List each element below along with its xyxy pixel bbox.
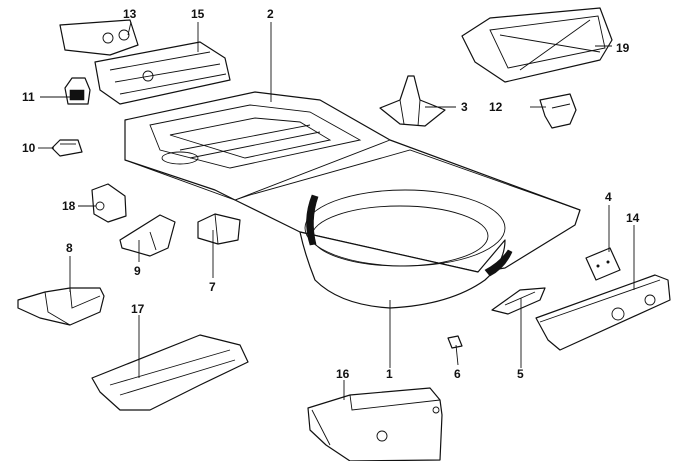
part-7-bracket xyxy=(197,213,241,245)
part-10-clip xyxy=(51,139,83,157)
callout-12: 12 xyxy=(489,100,503,114)
callout-2: 2 xyxy=(267,7,274,21)
leader-lines xyxy=(38,21,635,400)
callout-14: 14 xyxy=(626,211,640,225)
part-18-bracket xyxy=(91,183,127,223)
callout-5: 5 xyxy=(517,367,524,381)
callout-19: 19 xyxy=(616,41,630,55)
callout-9: 9 xyxy=(134,264,141,278)
callout-1: 1 xyxy=(386,367,393,381)
part-13-bracket xyxy=(59,19,139,56)
callout-17: 17 xyxy=(131,302,145,316)
part-6-clip xyxy=(447,335,463,349)
part-3-fitting xyxy=(379,75,446,127)
callout-6: 6 xyxy=(454,367,461,381)
part-15-cross-member xyxy=(94,41,231,105)
callout-13: 13 xyxy=(123,7,137,21)
part-5-bracket xyxy=(491,287,546,315)
callout-10: 10 xyxy=(22,141,36,155)
part-19-battery-tray xyxy=(461,7,613,83)
callout-8: 8 xyxy=(66,241,73,255)
part-1-spare-wheel-well xyxy=(234,149,581,309)
callout-15: 15 xyxy=(191,7,205,21)
part-11-support xyxy=(64,77,91,105)
part-12-bracket xyxy=(539,93,577,129)
callout-4: 4 xyxy=(605,190,612,204)
part-17-long-bracket xyxy=(91,334,249,411)
callout-7: 7 xyxy=(209,280,216,294)
part-9-bracket xyxy=(119,214,176,257)
part-14-side-rail xyxy=(535,274,671,351)
part-4-plate xyxy=(585,247,621,281)
part-2-trunk-floor xyxy=(124,91,581,273)
callout-3: 3 xyxy=(461,100,468,114)
callout-11: 11 xyxy=(22,90,35,104)
part-8-channel xyxy=(17,287,105,326)
callout-18: 18 xyxy=(62,199,76,213)
part-16-rear-bracket xyxy=(307,387,443,461)
callout-labels: 13 15 2 19 11 3 12 10 18 4 14 8 9 7 17 1… xyxy=(22,7,640,381)
callout-16: 16 xyxy=(336,367,350,381)
